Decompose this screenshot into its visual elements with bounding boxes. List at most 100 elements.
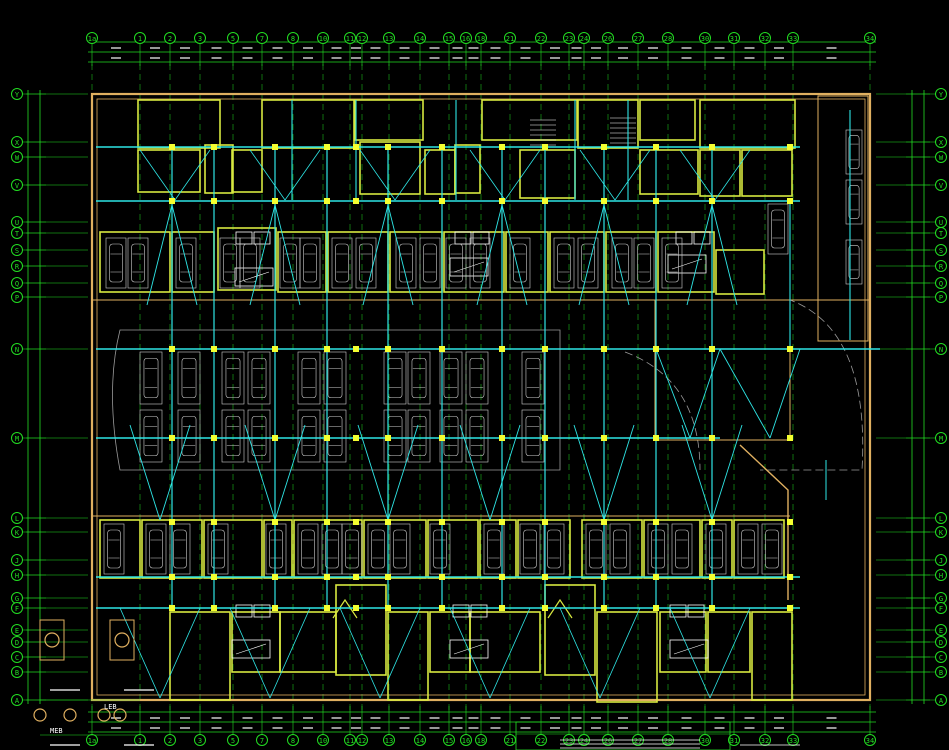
grid-bubble-right-label: K xyxy=(939,529,944,537)
grid-bubble-bottom-label: 7 xyxy=(260,737,264,745)
grid-bubble-top-label: 11 xyxy=(346,35,354,43)
car-body xyxy=(131,243,145,283)
car-stall xyxy=(127,237,149,289)
grid-bubble-left-circle xyxy=(11,88,23,100)
stall-outline xyxy=(297,409,321,463)
wall-room xyxy=(354,99,424,141)
cable-diagonal xyxy=(171,204,198,306)
cable-diagonal xyxy=(274,204,301,306)
grid-bubble-right-circle xyxy=(935,88,947,100)
wall-room xyxy=(363,519,427,579)
grid-bubble-right-circle xyxy=(935,624,947,636)
parking-stalls xyxy=(103,129,863,575)
grid-bubble-top-circle xyxy=(632,32,644,44)
grid-bubble-left-circle xyxy=(11,136,23,148)
car-body xyxy=(211,529,225,569)
grid-bubble-left-label: K xyxy=(15,529,20,537)
panel-box xyxy=(235,604,253,618)
car-stall xyxy=(845,129,863,175)
stall-outline xyxy=(139,409,163,463)
car-body xyxy=(525,415,541,457)
grounding-block xyxy=(109,619,135,661)
grid-bubble-left-circle xyxy=(11,432,23,444)
car-stall xyxy=(553,237,575,289)
stall-outline xyxy=(469,237,491,289)
interior-walls xyxy=(99,99,796,703)
cable-diagonal xyxy=(229,607,271,699)
grid-bubble-bottom-circle xyxy=(356,734,368,746)
column-node xyxy=(542,605,548,611)
car-body xyxy=(557,243,571,283)
cable-diagonal xyxy=(139,149,176,201)
cable-diagonal xyxy=(394,149,431,201)
wall-room xyxy=(751,611,793,701)
grid-bubble-bottom-circle xyxy=(287,734,299,746)
cable-diagonal xyxy=(379,607,421,699)
car-body xyxy=(251,415,267,457)
grid-bubble-bottom-label: 28 xyxy=(664,737,672,745)
cable-diagonal xyxy=(159,424,191,521)
cable-diagonal xyxy=(603,204,630,306)
car-body xyxy=(665,243,679,283)
car-stall xyxy=(323,351,347,405)
wall-room xyxy=(605,231,657,293)
column-node xyxy=(353,519,359,525)
grid-bubbles: 1a1a112233557788101011111212131314141515… xyxy=(11,32,947,746)
car-body xyxy=(327,415,343,457)
car-stall xyxy=(219,237,241,289)
column-node xyxy=(601,346,607,352)
grid-bubble-left-label: P xyxy=(15,294,19,302)
cable-diagonal xyxy=(387,204,414,306)
cable-diagonal xyxy=(249,149,286,201)
column-node xyxy=(709,346,715,352)
cable-diagonal xyxy=(284,149,321,201)
column-node xyxy=(272,519,278,525)
column-nodes xyxy=(169,144,793,611)
right-stair-column xyxy=(817,95,869,342)
car-stall xyxy=(383,351,407,405)
car-stall xyxy=(469,237,491,289)
column-node xyxy=(169,605,175,611)
grid-bubble-bottom-label: 32 xyxy=(761,737,769,745)
grid-bubble-left-label: U xyxy=(15,219,19,227)
grid-bubble-left-circle xyxy=(11,624,23,636)
leb-label: LEB xyxy=(104,703,117,711)
car-body xyxy=(525,357,541,399)
grid-bubble-bottom-circle xyxy=(864,734,876,746)
grid-bubble-bottom-label: 15 xyxy=(445,737,453,745)
car-stall xyxy=(671,523,693,575)
grid-bubble-top-circle xyxy=(164,32,176,44)
car-stall xyxy=(321,523,343,575)
grid-bubble-left-label: G xyxy=(15,595,19,603)
grid-bubble-top-label: 27 xyxy=(634,35,642,43)
stall-outline xyxy=(239,237,261,289)
grid-bubble-bottom-label: 31 xyxy=(730,737,738,745)
column-node xyxy=(542,144,548,150)
stall-outline xyxy=(553,237,575,289)
car-stall xyxy=(139,351,163,405)
column-node xyxy=(169,519,175,525)
car-stall xyxy=(207,523,229,575)
grid-bubble-bottom-label: 27 xyxy=(634,737,642,745)
cable-diagonal xyxy=(359,149,396,201)
grid-bubble-top-circle xyxy=(256,32,268,44)
cable-diagonal xyxy=(559,607,601,699)
wall-room xyxy=(204,144,234,194)
grid-bubble-top-label: 16 xyxy=(462,35,470,43)
column-node xyxy=(709,574,715,580)
grid-bubble-bottom-label: 14 xyxy=(416,737,424,745)
wall-room xyxy=(99,231,171,293)
grid-bubble-bottom-label: 33 xyxy=(789,737,797,745)
grid-bubble-right-label: Q xyxy=(939,280,943,288)
cable-diagonal xyxy=(599,607,641,699)
wall-room xyxy=(481,99,578,141)
grid-bubble-right-label: J xyxy=(939,557,943,565)
grid-bubble-right-label: G xyxy=(939,595,943,603)
car-body xyxy=(411,415,427,457)
wall-room xyxy=(519,149,576,199)
grid-bubble-bottom-circle xyxy=(460,734,472,746)
car-body xyxy=(613,529,627,569)
car-stall xyxy=(543,523,565,575)
car-body xyxy=(848,184,860,220)
